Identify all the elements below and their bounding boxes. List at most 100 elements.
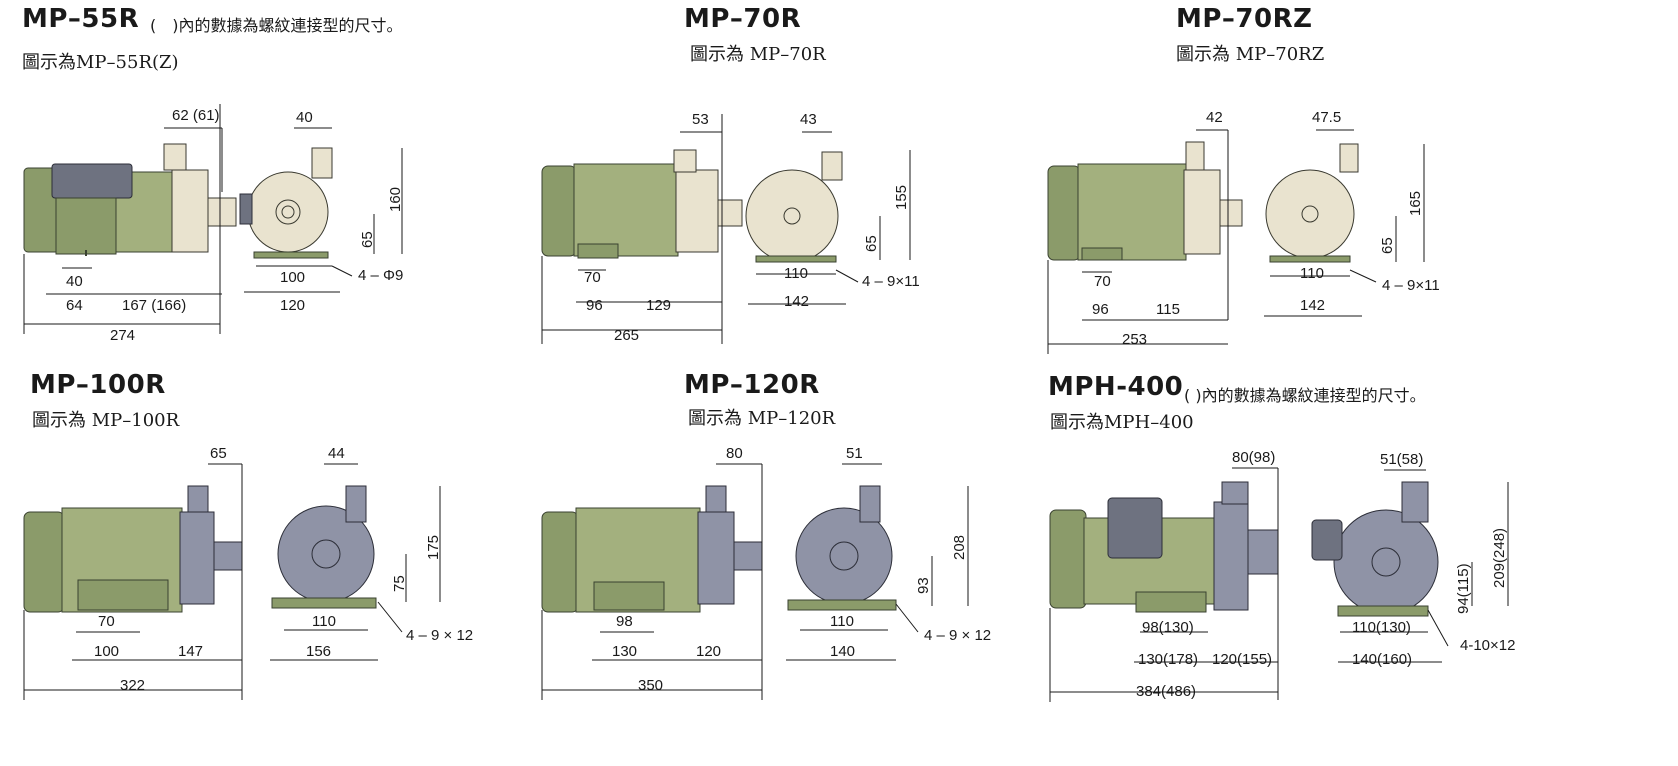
pump-side-view [1049, 481, 1279, 613]
dim-bolt-note: 4-10×12 [1460, 637, 1515, 654]
dim-outlet-offset: 80 [726, 445, 743, 462]
dimension-note: ( )內的數據為螺紋連接型的尺寸。 [150, 16, 403, 35]
dimension-lines [1047, 129, 1425, 354]
dim-foot-inner: 70 [98, 613, 115, 630]
dim-outlet-width: 43 [800, 111, 817, 128]
pump-side-view [23, 485, 243, 613]
dim-outlet-width: 51(58) [1380, 451, 1423, 468]
dim-height-total: 155 [893, 185, 910, 210]
dim-length-partial: 120 [696, 643, 721, 660]
pump-side-view [1047, 141, 1243, 261]
pump-dimension-drawing: 62 (61) 40 160 65 4 – Φ9 100 120 40 64 1… [23, 104, 404, 344]
dim-base-inner: 100 [280, 269, 305, 286]
dim-base-outer: 142 [1300, 297, 1325, 314]
panel-mp-120r: MP–120R 圖示為 MP–120R [540, 370, 1060, 760]
dim-bolt-note: 4 – Φ9 [358, 267, 403, 284]
dim-length-partial: 167 (166) [122, 297, 186, 314]
dim-base-inner: 110 [1300, 265, 1324, 282]
dim-shaft-height: 94(115) [1455, 563, 1472, 614]
dim-length-total: 274 [110, 327, 135, 344]
dim-foot-outer: 100 [94, 643, 119, 660]
dim-foot-inner: 40 [66, 273, 83, 290]
figure-caption: 圖示為 MP–70RZ [1176, 44, 1325, 65]
dim-outlet-width: 51 [846, 445, 863, 462]
dim-foot-inner: 70 [584, 269, 601, 286]
dim-height-total: 165 [1407, 191, 1424, 216]
dim-outlet-offset: 80(98) [1232, 449, 1275, 466]
dim-shaft-height: 65 [863, 235, 880, 252]
dim-bolt-note: 4 – 9×11 [1382, 277, 1440, 294]
dimension-lines [23, 104, 403, 334]
dim-base-outer: 120 [280, 297, 305, 314]
dim-length-partial: 120(155) [1212, 651, 1272, 668]
dim-height-total: 209(248) [1491, 528, 1508, 588]
dim-outlet-offset: 42 [1206, 109, 1223, 126]
pump-front-view [271, 485, 377, 609]
pump-front-view [787, 485, 897, 611]
model-title: MP–70RZ [1176, 4, 1313, 34]
pump-dimension-drawing: 53 43 155 65 4 – 9×11 110 142 70 96 129 … [541, 111, 920, 344]
dim-height-total: 175 [425, 535, 442, 560]
dim-length-partial: 147 [178, 643, 203, 660]
dim-foot-inner: 98 [616, 613, 633, 630]
dim-foot-inner: 70 [1094, 273, 1111, 290]
dim-foot-inner: 98(130) [1142, 619, 1194, 636]
dim-length-total: 322 [120, 677, 145, 694]
dim-foot-outer: 64 [66, 297, 83, 314]
dim-length-total: 265 [614, 327, 639, 344]
dim-outlet-offset: 62 (61) [172, 107, 220, 124]
pump-side-view [541, 149, 743, 259]
dim-base-outer: 142 [784, 293, 809, 310]
dim-base-inner: 110(130) [1352, 619, 1411, 636]
pump-front-view [745, 151, 843, 263]
model-title: MPH-400 [1048, 372, 1184, 402]
figure-caption: 圖示為MP–55R(Z) [22, 52, 179, 73]
figure-caption: 圖示為 MP–100R [32, 410, 180, 431]
dim-base-inner: 110 [830, 613, 854, 630]
dim-outlet-width: 44 [328, 445, 345, 462]
dim-shaft-height: 65 [1379, 237, 1396, 254]
figure-caption: 圖示為 MP–70R [690, 44, 826, 65]
dim-outlet-width: 47.5 [1312, 109, 1341, 126]
dim-foot-outer: 130(178) [1138, 651, 1198, 668]
figure-caption: 圖示為MPH–400 [1050, 412, 1194, 433]
pump-dimension-drawing: 80(98) 51(58) 209(248) 94(115) 4-10×12 1… [1049, 449, 1515, 702]
pump-dimension-drawing: 80 51 208 93 4 – 9 × 12 110 140 98 130 1… [541, 445, 991, 700]
dim-foot-outer: 96 [586, 297, 603, 314]
dim-base-inner: 110 [312, 613, 336, 630]
dim-outlet-offset: 53 [692, 111, 709, 128]
pump-dimension-drawing: 42 47.5 165 65 4 – 9×11 110 142 70 96 11… [1047, 109, 1440, 354]
dimension-lines [1049, 467, 1509, 702]
dim-outlet-width: 40 [296, 109, 313, 126]
dim-bolt-note: 4 – 9 × 12 [406, 627, 473, 644]
panel-mp-70r: MP–70R 圖示為 MP–70R [540, 4, 1060, 364]
dimension-lines [541, 463, 969, 700]
dim-base-inner: 110 [784, 265, 808, 282]
dim-base-outer: 140 [830, 643, 855, 660]
pump-front-view [1311, 481, 1439, 617]
dim-foot-outer: 96 [1092, 301, 1109, 318]
dim-length-partial: 115 [1156, 301, 1180, 318]
dimension-lines [541, 114, 911, 344]
dim-outlet-offset: 65 [210, 445, 227, 462]
dimension-note: ( )內的數據為螺紋連接型的尺寸。 [1184, 386, 1426, 405]
dim-shaft-height: 65 [359, 231, 376, 248]
dim-length-total: 253 [1122, 331, 1147, 348]
pump-front-view [1265, 143, 1359, 263]
figure-caption: 圖示為 MP–120R [688, 408, 836, 429]
model-title: MP–100R [30, 370, 166, 400]
pump-side-view [541, 485, 763, 613]
panel-mp-55r: MP–55R ( )內的數據為螺紋連接型的尺寸。 圖示為MP–55R(Z) [22, 4, 542, 364]
dim-length-partial: 129 [646, 297, 671, 314]
panel-mph-400: MPH-400 ( )內的數據為螺紋連接型的尺寸。 圖示為MPH–400 [1046, 370, 1606, 760]
dimension-lines [23, 463, 441, 700]
dim-height-total: 160 [387, 187, 404, 212]
dim-length-total: 350 [638, 677, 663, 694]
pump-side-view [23, 143, 237, 256]
dim-bolt-note: 4 – 9×11 [862, 273, 920, 290]
dim-bolt-note: 4 – 9 × 12 [924, 627, 991, 644]
panel-mp-100r: MP–100R 圖示為 MP–100R [22, 370, 542, 760]
dim-shaft-height: 93 [915, 577, 932, 594]
dim-height-total: 208 [951, 535, 968, 560]
pump-front-view [239, 147, 333, 259]
